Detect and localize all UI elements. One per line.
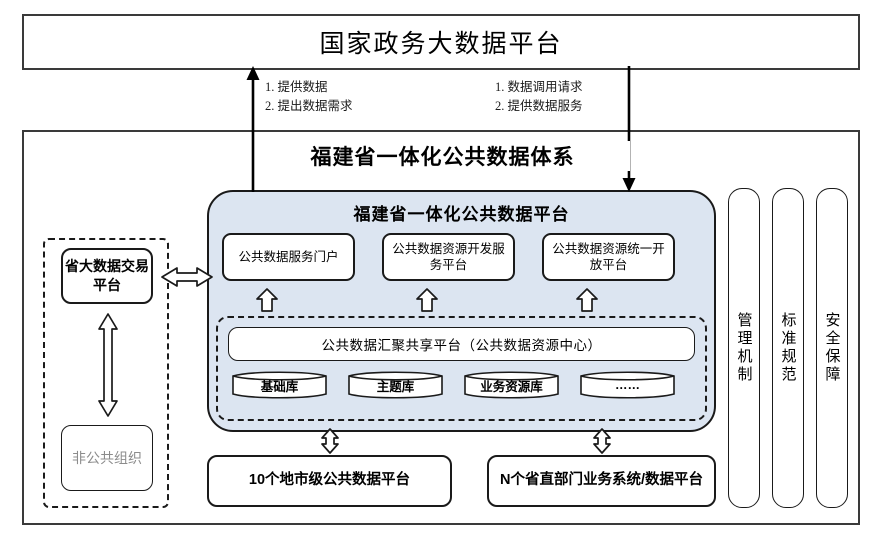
cylinder-icon-4	[580, 371, 675, 399]
provincial-platform-title: 福建省一体化公共数据平台	[353, 204, 570, 224]
pillar-label: 安全保障	[823, 312, 841, 384]
cylinder-icon-1	[232, 371, 327, 399]
database-label: 业务资源库	[480, 379, 543, 394]
department-platform-box[interactable]: N个省直部门业务系统/数据平台	[487, 455, 716, 507]
arrow-up-provide-data	[246, 66, 260, 192]
annotation-left: 1. 提供数据 2. 提出数据需求	[265, 80, 353, 114]
arrow-down-data-service	[622, 66, 636, 192]
up-arrow-icon-1	[256, 288, 278, 312]
database-label: ……	[615, 378, 640, 392]
double-arrow-vertical-icon-dept	[593, 428, 611, 454]
non-public-sector-area	[43, 238, 169, 508]
pillar-label: 管理机制	[735, 312, 753, 384]
database-more[interactable]: ……	[579, 370, 676, 400]
pillar-label: 标准规范	[779, 312, 797, 384]
database-label: 主题库	[376, 379, 415, 394]
service-box-open[interactable]: 公共数据资源统一开放平台	[542, 233, 675, 281]
data-resource-dashed-area	[216, 316, 707, 421]
city-platform-box[interactable]: 10个地市级公共数据平台	[207, 455, 452, 507]
up-arrow-icon-3	[576, 288, 598, 312]
database-business[interactable]: 业务资源库	[463, 370, 560, 400]
pillar-standards[interactable]: 标准规范	[772, 188, 804, 508]
database-basic[interactable]: 基础库	[231, 370, 328, 400]
data-hub-box[interactable]: 公共数据汇聚共享平台（公共数据资源中心）	[228, 327, 695, 361]
non-public-organization-box[interactable]: 非公共组织	[61, 425, 153, 491]
double-arrow-vertical-icon-city	[321, 428, 339, 454]
up-arrow-icon-2	[416, 288, 438, 312]
service-box-portal[interactable]: 公共数据服务门户	[222, 233, 355, 281]
double-arrow-vertical-icon	[98, 313, 118, 417]
pillar-management[interactable]: 管理机制	[728, 188, 760, 508]
cylinder-icon-3	[464, 371, 559, 399]
database-label: 基础库	[260, 379, 299, 394]
big-data-exchange-box[interactable]: 省大数据交易平台	[61, 248, 153, 304]
database-theme[interactable]: 主题库	[347, 370, 444, 400]
service-box-development[interactable]: 公共数据资源开发服务平台	[382, 233, 515, 281]
national-platform-title: 国家政务大数据平台	[319, 30, 563, 58]
system-title: 福建省一体化公共数据体系	[255, 141, 630, 171]
cylinder-icon-2	[348, 371, 443, 399]
pillar-security[interactable]: 安全保障	[816, 188, 848, 508]
annotation-right: 1. 数据调用请求 2. 提供数据服务	[495, 80, 583, 114]
double-arrow-horizontal-icon	[161, 267, 213, 287]
national-platform-box: 国家政务大数据平台	[22, 14, 860, 70]
